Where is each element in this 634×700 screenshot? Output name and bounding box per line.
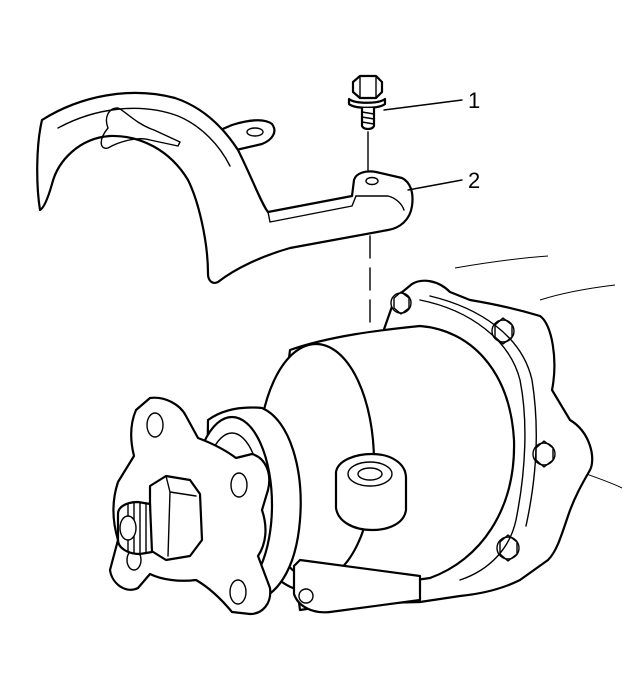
flange-bolt (390, 291, 412, 315)
callout-2-label: 2 (468, 168, 480, 193)
callout-1-label: 1 (468, 88, 480, 113)
callout-2-leader (407, 179, 463, 191)
flange-bolt (496, 534, 520, 562)
flange-bolt (532, 440, 556, 468)
starter-motor-assembly (108, 279, 594, 616)
heat-shield-bracket (36, 91, 414, 284)
callouts: 1 2 (383, 88, 480, 193)
bolt (347, 74, 387, 131)
callout-1-leader (383, 99, 463, 111)
